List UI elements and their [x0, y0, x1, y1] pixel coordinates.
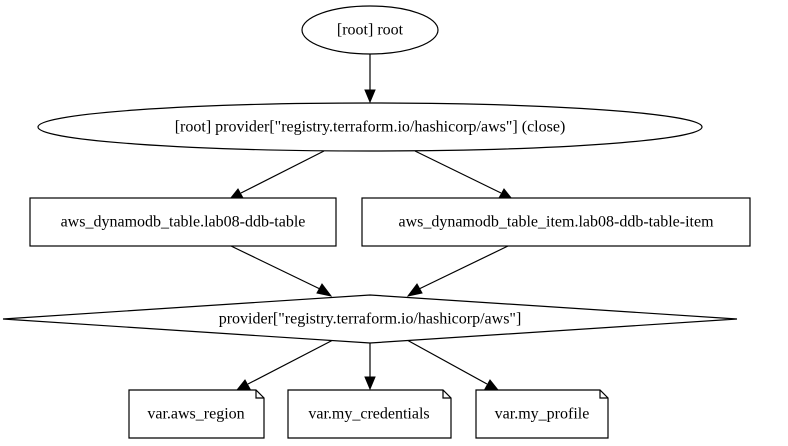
var-profile-note [475, 389, 609, 439]
node-var-region: var.aws_region [128, 389, 265, 439]
edge-provider-to-var-credentials [364, 342, 376, 391]
edge-provider-to-var-profile [406, 339, 500, 391]
provider-diamond [2, 294, 738, 344]
edge-provider-close-to-ddb-table [228, 150, 325, 200]
var-region-label: var.aws_region [147, 406, 244, 423]
edge-provider-to-var-region [235, 339, 334, 391]
root-label: [root] root [337, 22, 404, 39]
provider-close-ellipse [37, 102, 703, 152]
edge-ddb-table-to-provider [230, 245, 333, 297]
provider-label: provider["registry.terraform.io/hashicor… [219, 311, 522, 328]
ddb-table-item-label: aws_dynamodb_table_item.lab08-ddb-table-… [398, 214, 714, 231]
ddb-table-box [29, 197, 337, 247]
var-credentials-label: var.my_credentials [308, 406, 429, 423]
edge-provider-close-to-ddb-table-item [414, 150, 514, 200]
node-ddb-table-item: aws_dynamodb_table_item.lab08-ddb-table-… [361, 197, 751, 247]
graph-edges [228, 54, 514, 391]
root-ellipse [301, 5, 439, 55]
var-region-note-fold [255, 390, 264, 399]
var-profile-label: var.my_profile [495, 406, 590, 423]
ddb-table-label: aws_dynamodb_table.lab08-ddb-table [61, 214, 306, 231]
node-var-profile: var.my_profile [475, 389, 609, 439]
node-var-credentials: var.my_credentials [287, 389, 452, 439]
edge-ddb-table-item-to-provider [406, 245, 509, 297]
node-provider-close: [root] provider["registry.terraform.io/h… [37, 102, 703, 152]
var-credentials-note [287, 389, 452, 439]
provider-close-label: [root] provider["registry.terraform.io/h… [175, 119, 566, 136]
var-profile-note-fold [599, 390, 608, 399]
var-credentials-note-fold [442, 390, 451, 399]
var-region-note [128, 389, 265, 439]
ddb-table-item-box [361, 197, 751, 247]
node-provider: provider["registry.terraform.io/hashicor… [2, 294, 738, 344]
node-root: [root] root [301, 5, 439, 55]
node-ddb-table: aws_dynamodb_table.lab08-ddb-table [29, 197, 337, 247]
edge-root-to-provider-close [364, 54, 376, 104]
